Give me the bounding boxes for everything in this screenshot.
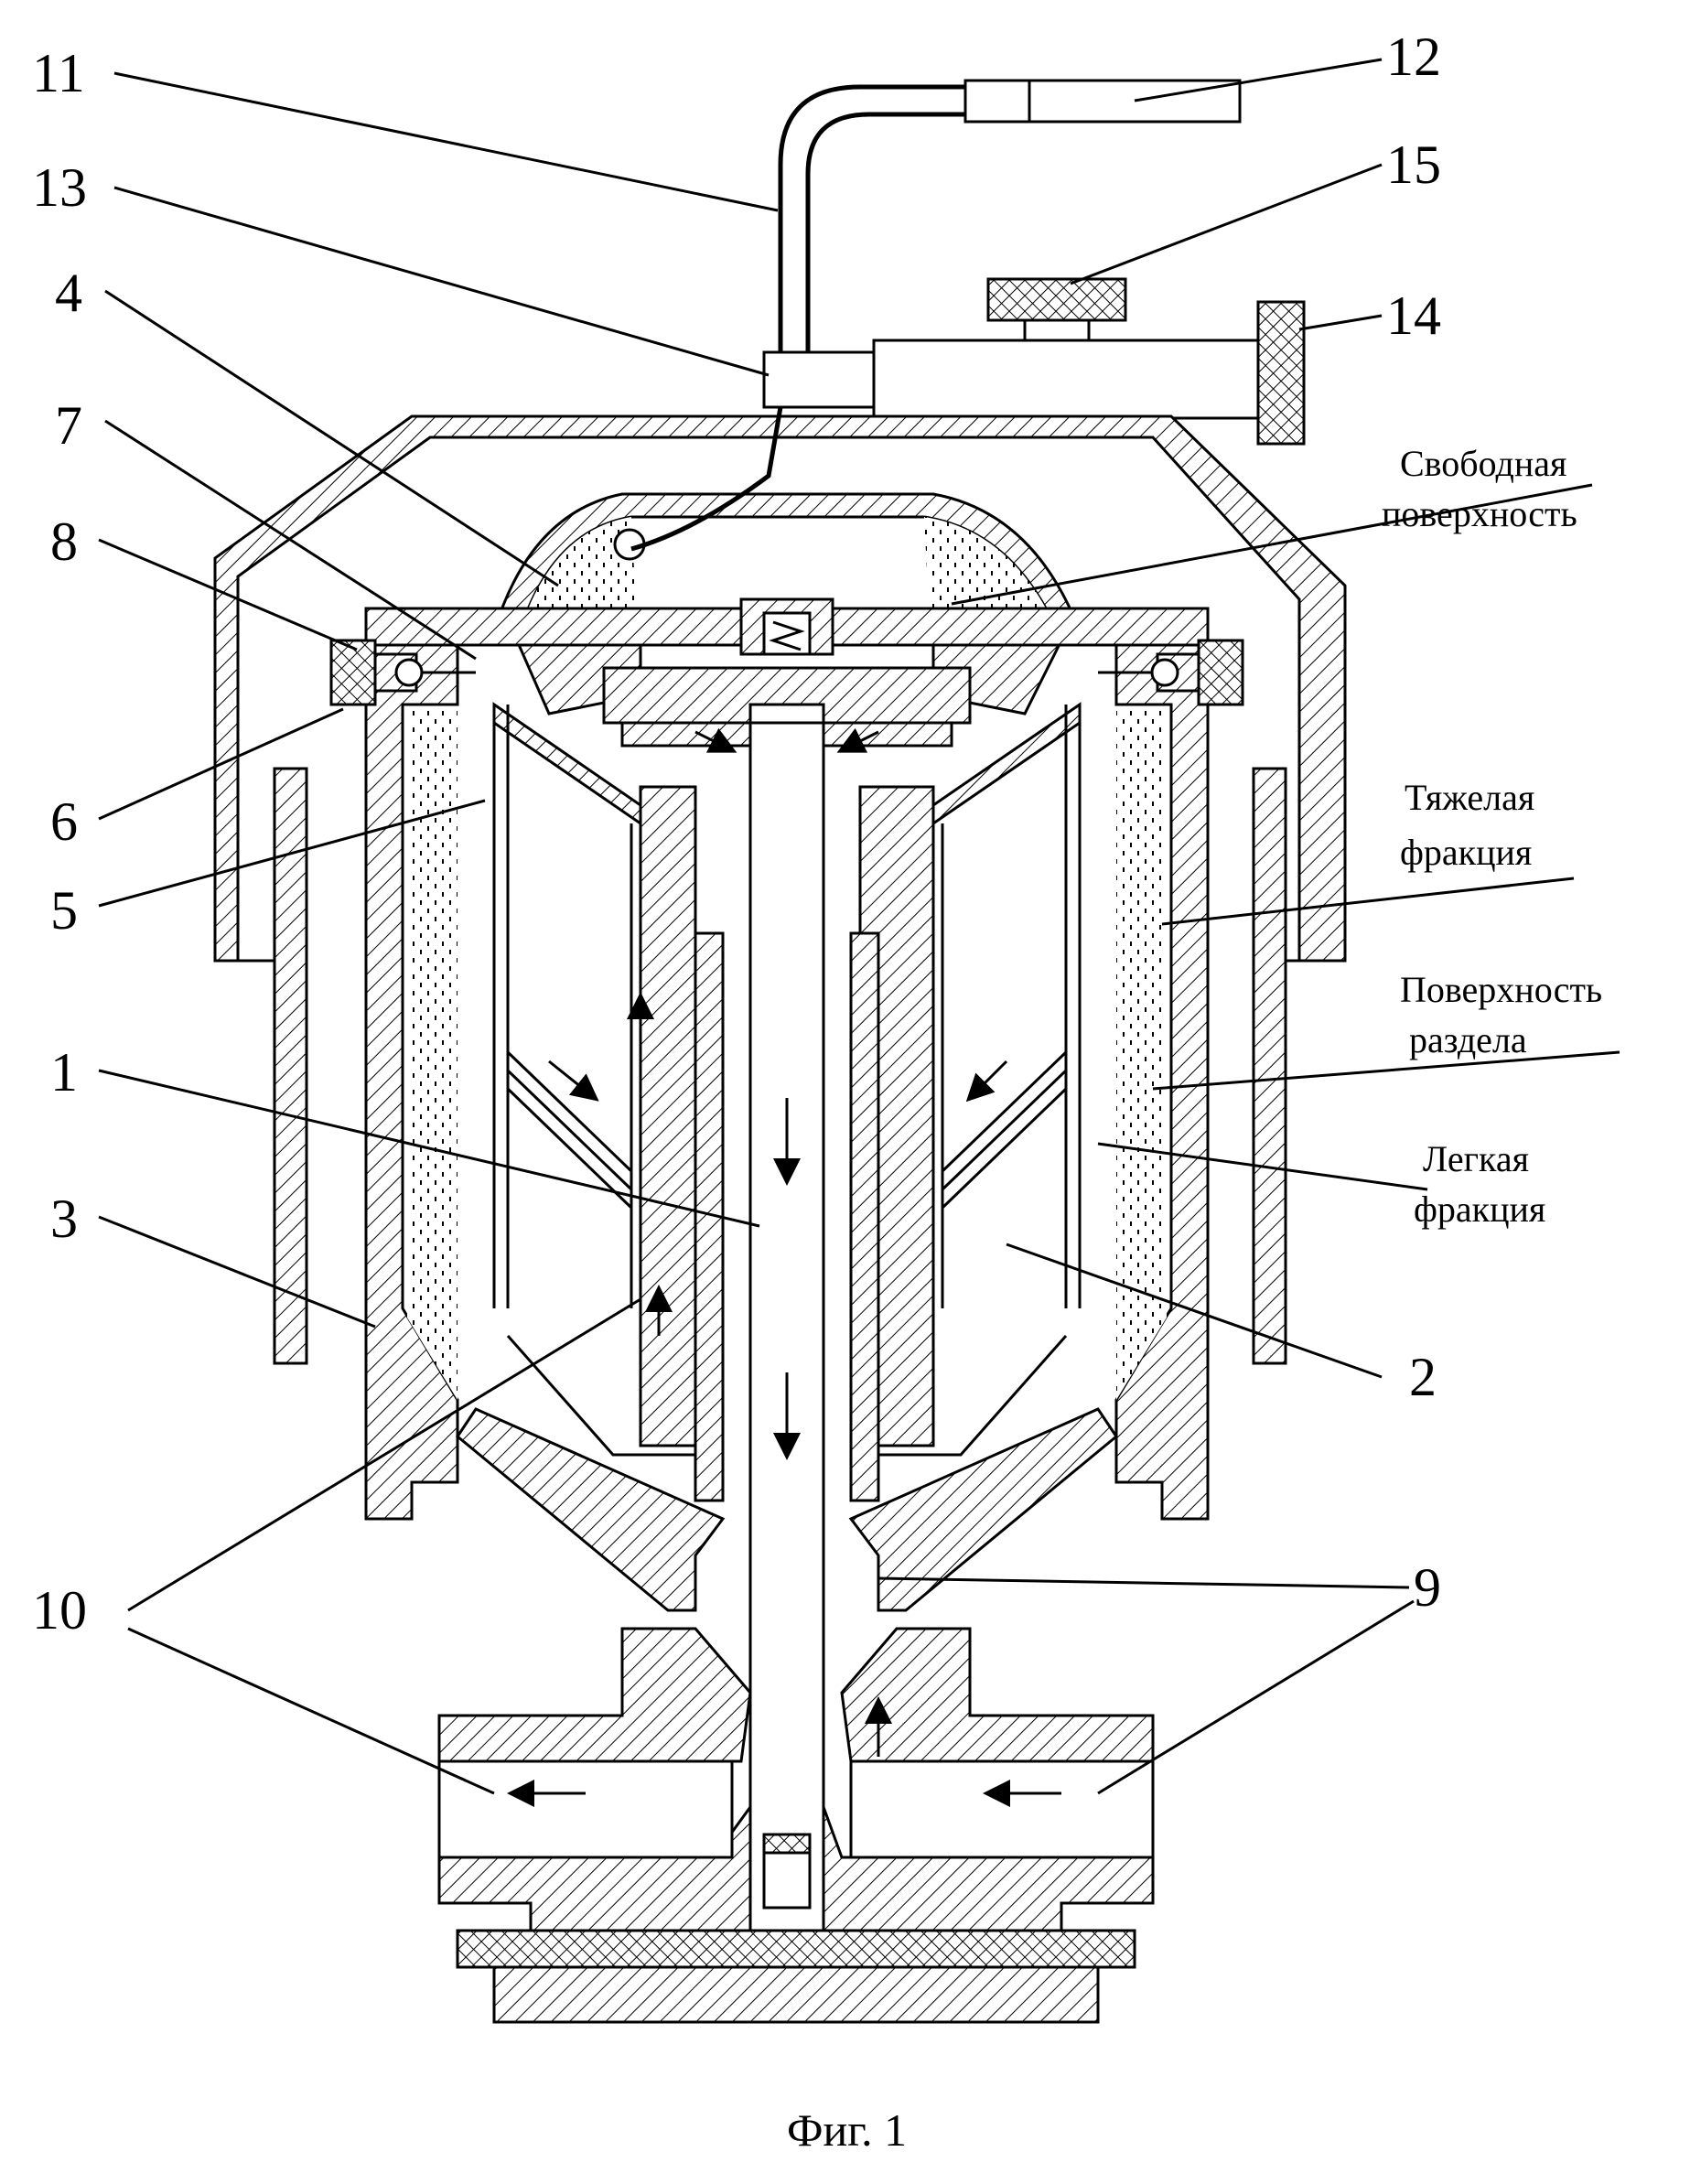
connector-12-cap (963, 79, 1031, 124)
handle-14 (1256, 300, 1306, 446)
knob-15 (986, 277, 1127, 322)
outer-hood (213, 414, 1347, 1365)
label-4: 4 (55, 263, 82, 323)
label-5: 5 (50, 880, 78, 941)
label-13: 13 (32, 157, 87, 218)
label-8: 8 (50, 511, 78, 572)
label-12: 12 (1386, 27, 1441, 87)
label-9: 9 (1414, 1557, 1441, 1618)
annotation-heavy-2: фракция (1400, 832, 1532, 873)
fitting-13 (762, 350, 876, 409)
tube-14 (872, 339, 1260, 420)
label-3: 3 (50, 1189, 78, 1249)
figure-caption: Фиг. 1 (787, 2104, 907, 2156)
annotation-interface-1: Поверхность (1400, 969, 1602, 1010)
knob-15-stem (1023, 318, 1091, 342)
annotation-free-surface-1: Свободная (1400, 443, 1566, 484)
label-7: 7 (55, 395, 82, 456)
annotation-heavy-1: Тяжелая (1405, 777, 1534, 818)
label-10: 10 (32, 1580, 87, 1641)
label-2: 2 (1409, 1347, 1437, 1407)
label-14: 14 (1386, 285, 1441, 346)
chamber-left (492, 702, 714, 1457)
label-1: 1 (50, 1042, 78, 1103)
lower-housing (437, 1407, 1155, 2024)
annotation-light-2: фракция (1414, 1189, 1545, 1230)
valve-right (1098, 639, 1244, 706)
leader-lines (98, 58, 1620, 1795)
annotation-light-1: Легкая (1423, 1138, 1529, 1179)
flow-arrows (507, 727, 1061, 1807)
rotor-1 (602, 597, 972, 1951)
bowl-3 (364, 607, 1210, 1521)
annotation-free-surface-2: поверхность (1382, 493, 1577, 534)
label-6: 6 (50, 791, 78, 852)
pipe-11 (778, 84, 970, 352)
label-11: 11 (32, 43, 85, 103)
annotation-interface-2: раздела (1409, 1019, 1527, 1060)
valve-left (329, 639, 476, 706)
label-15: 15 (1386, 134, 1441, 195)
